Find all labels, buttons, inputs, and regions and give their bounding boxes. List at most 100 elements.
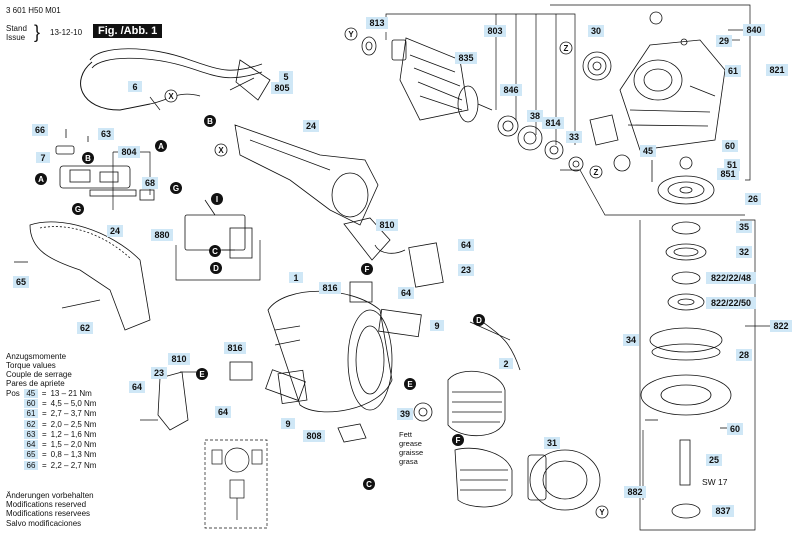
callout-803: 803	[484, 25, 506, 37]
torque-title-es: Pares de apriete	[6, 379, 65, 388]
svg-text:65: 65	[16, 277, 26, 287]
torque-row: 64 = 1,5 – 2,0 Nm	[6, 439, 96, 450]
callout-810-lower: 810	[168, 353, 190, 365]
torque-title-de: Anzugsmomente	[6, 352, 67, 361]
torque-eq: =	[42, 419, 47, 429]
svg-text:64: 64	[461, 240, 471, 250]
callout-810-top: 810	[376, 219, 398, 231]
left-small-parts	[140, 217, 444, 431]
marker-A-top: A	[155, 140, 167, 152]
svg-text:810: 810	[171, 354, 186, 364]
torque-value: 2,0 – 2,5 Nm	[50, 419, 97, 429]
callout-33: 33	[566, 131, 582, 143]
marker-Y-bottom: Y	[595, 505, 609, 519]
svg-text:34: 34	[626, 335, 636, 345]
mod-de: Änderungen vorbehalten	[6, 491, 94, 500]
mod-fr: Modifications reservees	[6, 509, 91, 519]
callout-65: 65	[13, 276, 29, 288]
svg-text:822/22/50: 822/22/50	[711, 298, 751, 308]
svg-text:38: 38	[530, 111, 540, 121]
torque-value: 0,8 – 1,3 Nm	[50, 450, 97, 460]
svg-text:G: G	[173, 184, 179, 193]
marker-G-left: G	[72, 203, 84, 215]
callout-39: 39	[397, 408, 413, 420]
power-cable-drawing	[80, 48, 271, 111]
svg-text:822: 822	[773, 321, 788, 331]
callout-816-top: 816	[319, 282, 341, 294]
torque-value: 13 – 21 Nm	[50, 388, 92, 398]
torque-row: 63 = 1,2 – 1,6 Nm	[6, 429, 96, 439]
torque-pos: 45	[23, 388, 38, 398]
torque-pos: 65	[24, 450, 38, 460]
torque-pos: 62	[24, 419, 38, 429]
torque-value: 2,2 – 2,7 Nm	[50, 460, 97, 470]
marker-D-top: D	[210, 262, 222, 274]
callout-23-top: 23	[458, 264, 474, 276]
callout-28: 28	[736, 349, 752, 361]
svg-text:39: 39	[400, 409, 410, 419]
svg-text:846: 846	[503, 85, 518, 95]
handle-half-top	[234, 124, 379, 226]
marker-X-mid: X	[214, 143, 228, 157]
svg-text:D: D	[476, 316, 482, 325]
motor-housing-drawing	[267, 290, 422, 443]
marker-B-left: B	[82, 152, 94, 164]
marker-C-bottom: C	[363, 478, 375, 490]
svg-text:2: 2	[503, 359, 508, 369]
svg-text:X: X	[168, 92, 174, 101]
marker-B-top: B	[204, 115, 216, 127]
svg-text:F: F	[456, 436, 461, 445]
svg-text:882: 882	[627, 487, 642, 497]
torque-pos: 64	[24, 440, 38, 450]
callout-32: 32	[736, 246, 752, 258]
svg-text:G: G	[75, 205, 81, 214]
issue-label: Issue	[6, 33, 26, 42]
wrench-size-label: SW 17	[702, 477, 728, 487]
handle-half-lower	[14, 221, 151, 331]
torque-row: 61 = 2,7 – 3,7 Nm	[6, 409, 96, 419]
callout-25: 25	[706, 454, 722, 466]
callout-29: 29	[716, 35, 732, 47]
torque-eq: =	[42, 460, 47, 470]
torque-row: 66 = 2,2 – 2,7 Nm	[6, 460, 96, 470]
armature-drawing	[361, 36, 493, 123]
torque-pos: 63	[24, 429, 38, 439]
stand-label: Stand	[6, 24, 27, 33]
marker-G-top: G	[170, 182, 182, 194]
marker-F-top: F	[361, 263, 373, 275]
svg-text:1: 1	[293, 273, 298, 283]
svg-text:23: 23	[461, 265, 471, 275]
svg-text:24: 24	[110, 226, 120, 236]
callout-851: 851	[717, 168, 739, 180]
callout-816-lower: 816	[224, 342, 246, 354]
torque-pos: 60	[24, 398, 38, 408]
svg-text:813: 813	[369, 18, 384, 28]
callout-61: 61	[725, 65, 741, 77]
callout-2: 2	[499, 358, 513, 369]
svg-text:26: 26	[748, 194, 758, 204]
torque-eq: =	[42, 450, 47, 460]
callout-23-lower: 23	[151, 367, 167, 379]
marker-C-top: C	[209, 245, 221, 257]
callout-31: 31	[544, 437, 560, 449]
callout-64-top: 64	[458, 239, 474, 251]
callout-1: 1	[289, 272, 303, 283]
mod-en: Modifications reserved	[6, 500, 87, 510]
svg-text:7: 7	[40, 153, 45, 163]
svg-text:Y: Y	[348, 30, 354, 39]
torque-value: 2,7 – 3,7 Nm	[50, 409, 97, 419]
svg-text:62: 62	[80, 323, 90, 333]
svg-text:66: 66	[35, 125, 45, 135]
torque-eq: =	[42, 409, 47, 419]
gear-housing-drawing	[619, 39, 726, 151]
svg-text:9: 9	[285, 419, 290, 429]
svg-text:60: 60	[730, 424, 740, 434]
torque-row: 62 = 2,0 – 2,5 Nm	[6, 419, 96, 429]
callout-60-top: 60	[722, 140, 738, 152]
svg-text:816: 816	[227, 343, 242, 353]
brace-glyph: }	[34, 22, 41, 42]
torque-row: Pos 45 = 13 – 21 Nm	[6, 388, 96, 398]
callout-882: 882	[624, 486, 646, 498]
svg-text:E: E	[407, 380, 413, 389]
